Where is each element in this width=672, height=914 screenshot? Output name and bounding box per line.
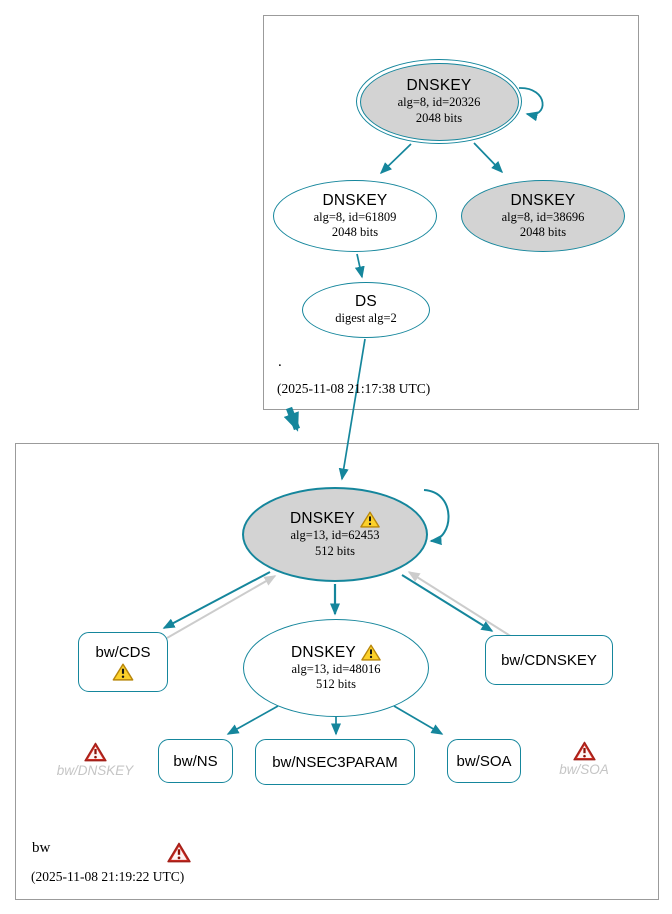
node-alg: alg=13, id=62453: [290, 528, 380, 543]
node-label: bw/NSEC3PARAM: [272, 753, 398, 771]
node-bw-cdnskey[interactable]: bw/CDNSKEY: [485, 635, 613, 685]
bw-zone-name: bw: [32, 840, 51, 856]
node-bw-ns[interactable]: bw/NS: [158, 739, 233, 783]
node-label: bw/NS: [173, 752, 218, 770]
edge-root-to-bw-delegation: [283, 406, 301, 432]
node-detail: digest alg=2: [335, 311, 397, 326]
node-root-ksk-inner: DNSKEY alg=8, id=20326 2048 bits: [359, 62, 519, 141]
bw-zone-timestamp: (2025-11-08 21:19:22 UTC): [31, 869, 185, 884]
node-bw-soa[interactable]: bw/SOA: [447, 739, 521, 783]
node-root-ksk-dnskey-20326[interactable]: DNSKEY alg=8, id=20326 2048 bits: [356, 59, 522, 144]
node-bits: 512 bits: [316, 677, 356, 691]
node-root-zsk-dnskey-61809[interactable]: DNSKEY alg=8, id=61809 2048 bits: [273, 180, 437, 252]
node-title: DNSKEY: [322, 191, 388, 209]
node-alg: alg=8, id=20326: [397, 95, 481, 110]
node-bw-cds[interactable]: bw/CDS: [78, 632, 168, 692]
node-root-dnskey-38696[interactable]: DNSKEY alg=8, id=38696 2048 bits: [461, 180, 625, 252]
node-alg: alg=8, id=38696: [501, 209, 585, 224]
node-title: DS: [355, 293, 377, 311]
node-bits: 2048 bits: [415, 110, 463, 125]
node-root-ds[interactable]: DS digest alg=2: [302, 282, 430, 338]
node-label: bw/CDS: [95, 643, 151, 661]
node-alg: alg=8, id=61809: [313, 209, 397, 224]
node-bits: 2048 bits: [519, 225, 567, 239]
warning-icon: [112, 662, 134, 681]
ghost-label: bw/SOA: [559, 762, 609, 777]
root-zone-timestamp: (2025-11-08 21:17:38 UTC): [277, 381, 431, 396]
error-icon: [83, 742, 107, 762]
node-bits: 2048 bits: [331, 225, 379, 239]
warning-icon: [361, 644, 381, 661]
node-bw-ksk-dnskey-62453[interactable]: DNSKEY alg=13, id=62453 512 bits: [242, 487, 428, 582]
node-bw-nsec3param[interactable]: bw/NSEC3PARAM: [255, 739, 415, 785]
ghost-bw-soa: bw/SOA: [552, 741, 616, 777]
warning-icon: [360, 511, 380, 528]
ghost-label: bw/DNSKEY: [56, 763, 134, 778]
node-bits: 512 bits: [315, 543, 355, 558]
node-label: bw/SOA: [456, 752, 512, 770]
node-bw-zsk-dnskey-48016[interactable]: DNSKEY alg=13, id=48016 512 bits: [243, 619, 429, 717]
node-title: DNSKEY: [510, 191, 576, 209]
node-label: bw/CDNSKEY: [501, 651, 597, 669]
node-alg: alg=13, id=48016: [291, 661, 381, 676]
node-title: DNSKEY: [291, 643, 356, 661]
node-title: DNSKEY: [406, 77, 472, 95]
error-icon: [572, 741, 596, 761]
error-icon: [167, 842, 191, 863]
node-title: DNSKEY: [290, 510, 355, 528]
ghost-bw-dnskey: bw/DNSKEY: [53, 742, 137, 778]
root-zone-name: .: [278, 354, 282, 370]
